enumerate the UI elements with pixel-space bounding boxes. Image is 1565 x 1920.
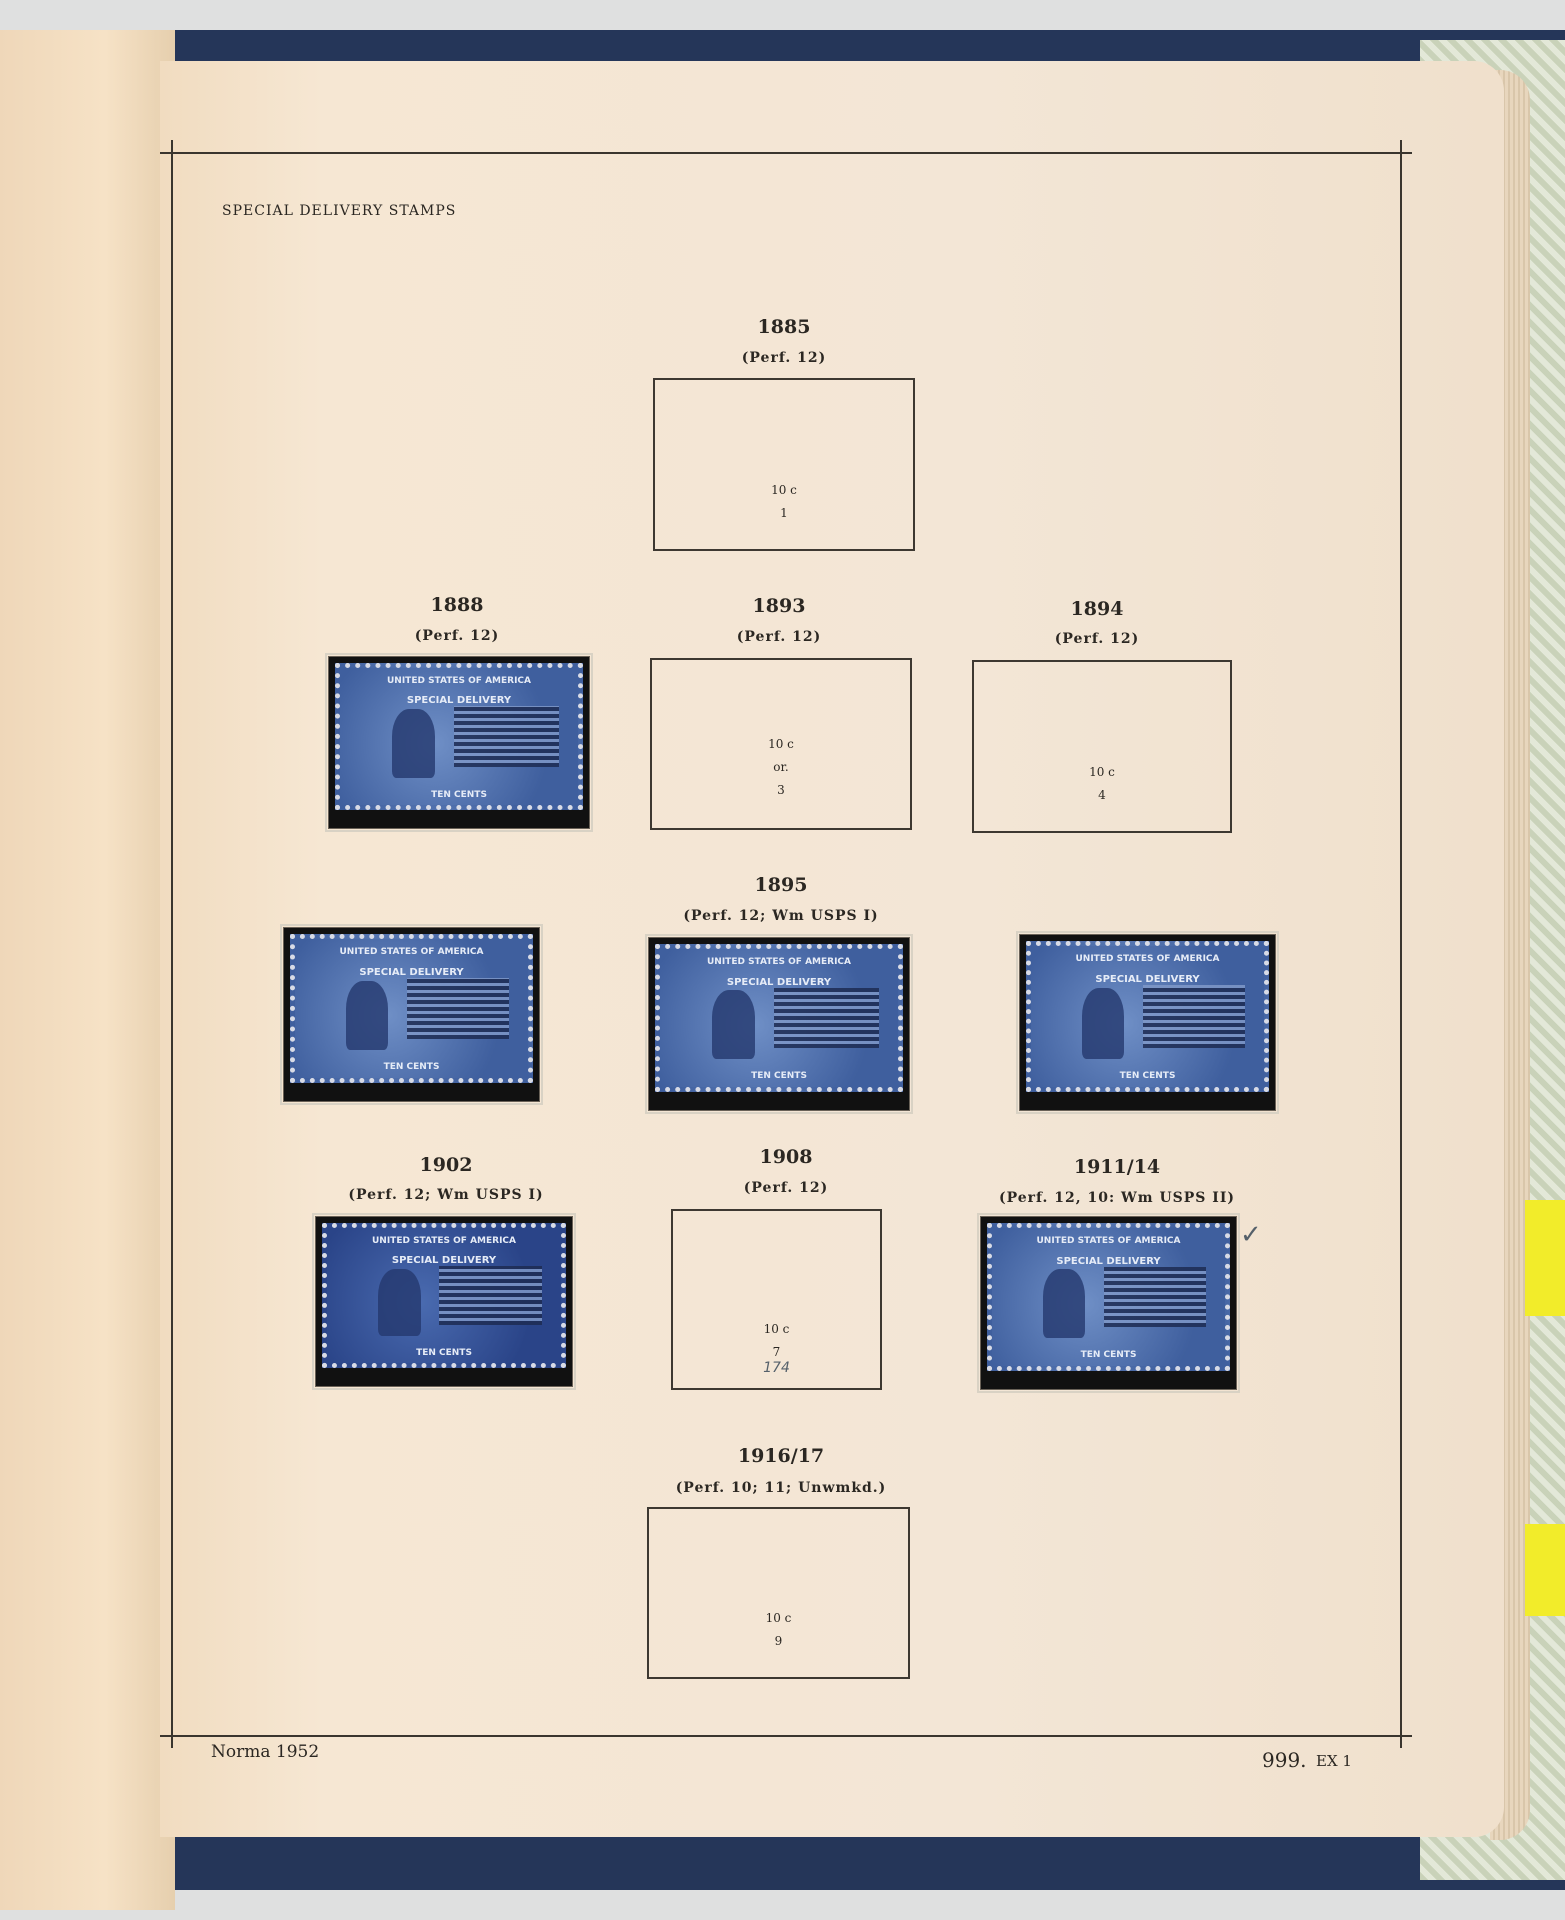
stamp-value: 10 c — [763, 1322, 790, 1336]
stamp-mount[interactable]: UNITED STATES OF AMERICA SPECIAL DELIVERY… — [977, 1213, 1240, 1393]
yellow-tab[interactable] — [1525, 1200, 1565, 1316]
text-panel — [439, 1265, 543, 1326]
stamp-mount[interactable]: UNITED STATES OF AMERICA SPECIAL DELIVERY… — [280, 924, 543, 1105]
stamp-note: or. — [773, 760, 789, 774]
page-title: SPECIAL DELIVERY STAMPS — [222, 203, 457, 219]
messenger-figure — [712, 990, 756, 1060]
section-year: 1902 — [419, 1154, 473, 1176]
section-perforation: (Perf. 12, 10: Wm USPS II) — [998, 1190, 1236, 1206]
messenger-figure — [1043, 1269, 1086, 1339]
catalog-number: 1 — [780, 506, 788, 520]
stamp-space[interactable]: 10 c 4 — [972, 660, 1232, 833]
stamp-mount[interactable]: UNITED STATES OF AMERICA SPECIAL DELIVERY… — [325, 653, 593, 832]
page-code: EX 1 — [1316, 1752, 1352, 1770]
stamp-text-top: UNITED STATES OF AMERICA — [339, 947, 484, 958]
stamp-text-value: TEN CENTS — [1080, 1350, 1137, 1361]
catalog-number: 9 — [774, 1634, 783, 1648]
text-panel — [1142, 985, 1246, 1048]
stamp-image[interactable]: UNITED STATES OF AMERICA SPECIAL DELIVERY… — [987, 1223, 1230, 1371]
stamp-value: 10 c — [765, 1611, 792, 1625]
stamp-space[interactable]: 10 c 1 — [653, 378, 915, 551]
stamp-value: 10 c — [768, 737, 794, 751]
section-perforation: (Perf. 12) — [736, 629, 822, 645]
section-year: 1908 — [759, 1146, 813, 1168]
catalog-number: 3 — [777, 783, 785, 797]
stamp-image[interactable]: UNITED STATES OF AMERICA SPECIAL DELIVERY… — [290, 934, 533, 1083]
stamp-mount[interactable]: UNITED STATES OF AMERICA SPECIAL DELIVERY… — [645, 934, 913, 1114]
stamp-text-name: SPECIAL DELIVERY — [391, 1255, 497, 1266]
text-panel — [1103, 1266, 1207, 1328]
stamp-text-value: TEN CENTS — [751, 1071, 807, 1082]
stamp-text-name: SPECIAL DELIVERY — [406, 695, 512, 707]
stamp-image[interactable]: UNITED STATES OF AMERICA SPECIAL DELIVERY… — [335, 663, 583, 810]
handwritten-checkmark: ✓ — [1240, 1220, 1262, 1250]
yellow-tab[interactable] — [1525, 1524, 1565, 1616]
text-panel — [406, 977, 510, 1040]
stamp-image[interactable]: UNITED STATES OF AMERICA SPECIAL DELIVERY… — [655, 944, 903, 1092]
frame-bottom-line — [160, 1735, 1412, 1737]
handwritten-note: 174 — [763, 1360, 790, 1376]
section-perforation: (Perf. 12) — [743, 1180, 829, 1196]
messenger-figure — [378, 1268, 421, 1336]
stamp-text-top: UNITED STATES OF AMERICA — [706, 957, 852, 968]
section-year: 1916/17 — [737, 1445, 825, 1467]
section-perforation: (Perf. 12; Wm USPS I) — [348, 1187, 544, 1203]
stamp-space[interactable]: 10 c 9 — [647, 1507, 910, 1679]
section-year: 1895 — [754, 874, 808, 896]
catalog-number: 4 — [1098, 788, 1106, 802]
catalog-number: 7 — [772, 1345, 781, 1359]
stamp-text-name: SPECIAL DELIVERY — [359, 966, 464, 978]
section-year: 1894 — [1070, 598, 1124, 620]
section-perforation: (Perf. 12; Wm USPS I) — [683, 908, 879, 924]
stamp-value: 10 c — [1089, 765, 1115, 779]
section-year: 1885 — [757, 316, 811, 338]
stamp-text-name: SPECIAL DELIVERY — [726, 976, 832, 988]
section-perforation: (Perf. 12) — [1054, 631, 1140, 647]
text-panel — [774, 987, 879, 1049]
section-perforation: (Perf. 12) — [741, 350, 827, 366]
stamp-text-name: SPECIAL DELIVERY — [1056, 1255, 1161, 1267]
stamp-text-top: UNITED STATES OF AMERICA — [1075, 954, 1220, 965]
page-number: 999. — [1262, 1748, 1307, 1772]
stamp-space[interactable]: 10 c or. 3 — [650, 658, 912, 830]
stamp-text-value: TEN CENTS — [383, 1062, 440, 1073]
stamp-text-value: TEN CENTS — [416, 1347, 472, 1358]
stamp-text-value: TEN CENTS — [431, 789, 487, 800]
stamp-text-top: UNITED STATES OF AMERICA — [1036, 1236, 1181, 1247]
section-year: 1888 — [430, 594, 484, 616]
stamp-value: 10 c — [771, 483, 797, 497]
stamp-mount[interactable]: UNITED STATES OF AMERICA SPECIAL DELIVERY… — [312, 1213, 576, 1390]
section-perforation: (Perf. 10; 11; Unwmkd.) — [675, 1480, 887, 1496]
stamp-image[interactable]: UNITED STATES OF AMERICA SPECIAL DELIVERY… — [322, 1223, 566, 1368]
section-year: 1893 — [752, 595, 806, 617]
footer-edition: Norma 1952 — [211, 1742, 320, 1762]
text-panel — [454, 706, 559, 767]
left-page — [0, 30, 175, 1910]
messenger-figure — [392, 709, 436, 778]
stamp-text-value: TEN CENTS — [1119, 1071, 1176, 1082]
section-perforation: (Perf. 12) — [414, 628, 500, 644]
stamp-text-name: SPECIAL DELIVERY — [1095, 974, 1200, 986]
stamp-mount[interactable]: UNITED STATES OF AMERICA SPECIAL DELIVERY… — [1016, 931, 1279, 1114]
stamp-text-top: UNITED STATES OF AMERICA — [371, 1236, 517, 1247]
frame-right-line — [1400, 140, 1402, 1748]
frame-top-line — [160, 152, 1412, 154]
messenger-figure — [1082, 988, 1125, 1059]
messenger-figure — [346, 980, 389, 1051]
stamp-text-top: UNITED STATES OF AMERICA — [386, 676, 532, 687]
section-year: 1911/14 — [1073, 1156, 1161, 1178]
frame-left-line — [171, 140, 173, 1748]
stamp-image[interactable]: UNITED STATES OF AMERICA SPECIAL DELIVERY… — [1026, 941, 1269, 1092]
